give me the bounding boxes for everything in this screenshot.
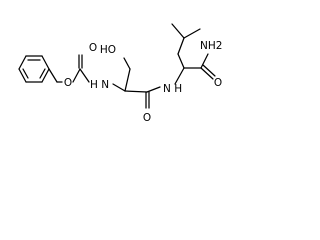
carbamate-nh-label: H N — [90, 79, 109, 91]
n-leucine-alpha-bond — [174, 67, 185, 85]
alpha-carbonyl-bond — [124, 90, 148, 93]
chemical-structure: O O H N HO O N H NH2 O — [18, 23, 222, 124]
primary-amide-c-o-double-1 — [200, 67, 214, 80]
benzene-ring — [18, 55, 50, 83]
carbamate-carbonyl-label: O — [89, 42, 97, 54]
amide-carbonyl-label: O — [143, 112, 151, 124]
beta-oh-bond — [123, 57, 131, 70]
hydroxyl-label: HO — [100, 44, 116, 56]
primary-amide-nh2-label: NH2 — [200, 40, 222, 52]
leu-gamma-delta1-bond — [171, 23, 185, 39]
carbonyl-n-bond — [79, 68, 90, 83]
benzyl-bond — [48, 68, 58, 83]
carbonyl-amide-n-bond — [146, 86, 161, 93]
leu-beta-gamma-bond — [177, 37, 185, 55]
leu-alpha-beta-bond — [177, 53, 185, 69]
primary-amide-oxygen-label: O — [214, 77, 222, 89]
ester-oxygen-label: O — [64, 77, 72, 89]
primary-amide-c-o-double-2 — [202, 64, 216, 77]
primary-amide-c-n-bond — [200, 53, 209, 69]
amide-nh-label: N H — [163, 83, 182, 95]
leu-gamma-delta2-bond — [183, 28, 201, 39]
n-alpha-carbon-bond — [112, 83, 126, 92]
alpha-beta-bond — [124, 68, 131, 92]
o-carbonyl-bond — [72, 68, 81, 83]
